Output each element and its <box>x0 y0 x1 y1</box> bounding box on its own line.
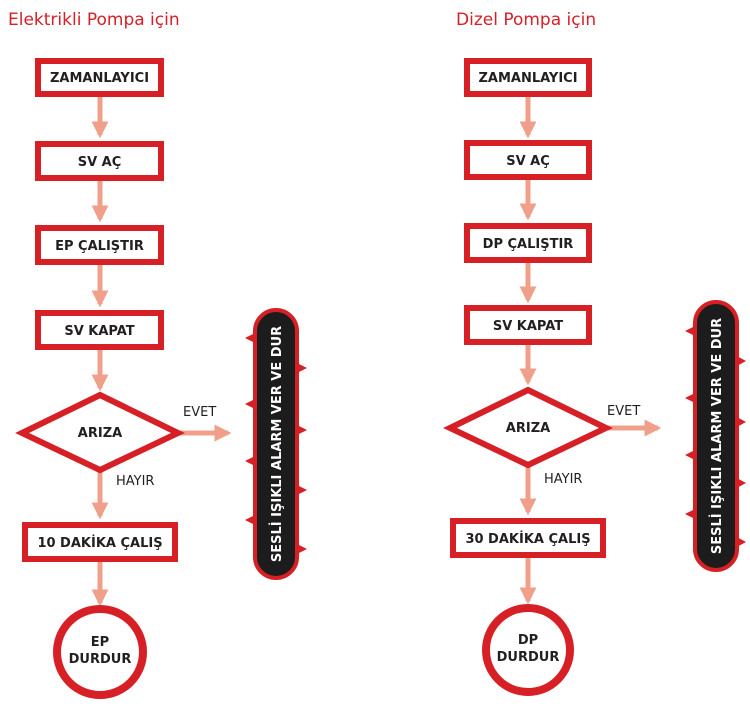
svg-text:10 DAKİKA ÇALIŞ: 10 DAKİKA ÇALIŞ <box>37 535 162 551</box>
alarm-tick <box>295 484 307 496</box>
svg-text:SV KAPAT: SV KAPAT <box>64 324 134 339</box>
svg-text:ARIZA: ARIZA <box>506 421 550 436</box>
left-end-terminal: EP DURDUR <box>53 605 147 699</box>
right-run-step: 30 DAKİKA ÇALIŞ <box>450 518 606 558</box>
alarm-tick <box>245 455 257 467</box>
left-alarm: SESLİ IŞIKLI ALARM VER VE DUR <box>245 308 307 580</box>
left-connectors <box>91 94 232 607</box>
left-run-step: 10 DAKİKA ÇALIŞ <box>22 522 178 562</box>
right-step-1: ZAMANLAYICI <box>464 58 592 97</box>
svg-text:SV AÇ: SV AÇ <box>506 154 550 169</box>
svg-text:SV AÇ: SV AÇ <box>78 155 122 170</box>
svg-text:EP: EP <box>91 635 109 650</box>
alarm-tick <box>685 508 697 520</box>
right-step-2: SV AÇ <box>464 140 592 180</box>
svg-text:DP ÇALIŞTIR: DP ÇALIŞTIR <box>483 237 574 252</box>
alarm-tick <box>295 543 307 555</box>
svg-text:DP: DP <box>518 633 538 648</box>
alarm-tick <box>245 332 257 344</box>
alarm-tick <box>295 424 307 436</box>
alarm-tick <box>295 362 307 374</box>
right-step-3: DP ÇALIŞTIR <box>464 223 592 263</box>
svg-text:ARIZA: ARIZA <box>78 426 122 441</box>
left-yes-label: EVET <box>183 405 216 420</box>
left-title: Elektrikli Pompa için <box>8 10 180 30</box>
alarm-tick <box>735 477 746 489</box>
left-decision: ARIZA <box>15 391 185 474</box>
svg-text:30 DAKİKA ÇALIŞ: 30 DAKİKA ÇALIŞ <box>465 531 590 547</box>
alarm-tick <box>685 449 697 461</box>
alarm-tick <box>735 416 746 428</box>
left-flowchart: Elektrikli Pompa için ZAMANLAYICI SV AÇ … <box>8 10 307 699</box>
alarm-tick <box>685 325 697 337</box>
alarm-tick <box>245 514 257 526</box>
svg-text:ZAMANLAYICI: ZAMANLAYICI <box>478 71 577 86</box>
right-no-label: HAYIR <box>544 472 582 487</box>
svg-text:DURDUR: DURDUR <box>69 652 132 667</box>
svg-text:SV KAPAT: SV KAPAT <box>493 319 563 334</box>
alarm-tick <box>735 355 746 367</box>
left-step-1: ZAMANLAYICI <box>35 58 164 97</box>
right-connectors <box>519 94 662 605</box>
right-step-4: SV KAPAT <box>464 305 592 345</box>
right-yes-label: EVET <box>607 404 640 419</box>
svg-text:DURDUR: DURDUR <box>497 650 560 665</box>
left-alarm-text: SESLİ IŞIKLI ALARM VER VE DUR <box>269 326 285 562</box>
left-step-3: EP ÇALIŞTIR <box>35 225 164 265</box>
right-decision: ARIZA <box>443 386 613 469</box>
alarm-tick <box>735 536 746 548</box>
right-title: Dizel Pompa için <box>456 10 596 30</box>
right-end-terminal: DP DURDUR <box>482 604 574 696</box>
left-step-4: SV KAPAT <box>35 310 164 350</box>
right-alarm-text: SESLİ IŞIKLI ALARM VER VE DUR <box>709 318 725 554</box>
left-no-label: HAYIR <box>116 474 154 489</box>
svg-text:EP ÇALIŞTIR: EP ÇALIŞTIR <box>55 239 144 254</box>
alarm-tick <box>685 392 697 404</box>
right-flowchart: Dizel Pompa için ZAMANLAYICI SV AÇ DP ÇA… <box>443 10 746 696</box>
alarm-tick <box>245 398 257 410</box>
svg-text:ZAMANLAYICI: ZAMANLAYICI <box>50 71 149 86</box>
right-alarm: SESLİ IŞIKLI ALARM VER VE DUR <box>685 300 746 572</box>
left-step-2: SV AÇ <box>35 141 164 181</box>
